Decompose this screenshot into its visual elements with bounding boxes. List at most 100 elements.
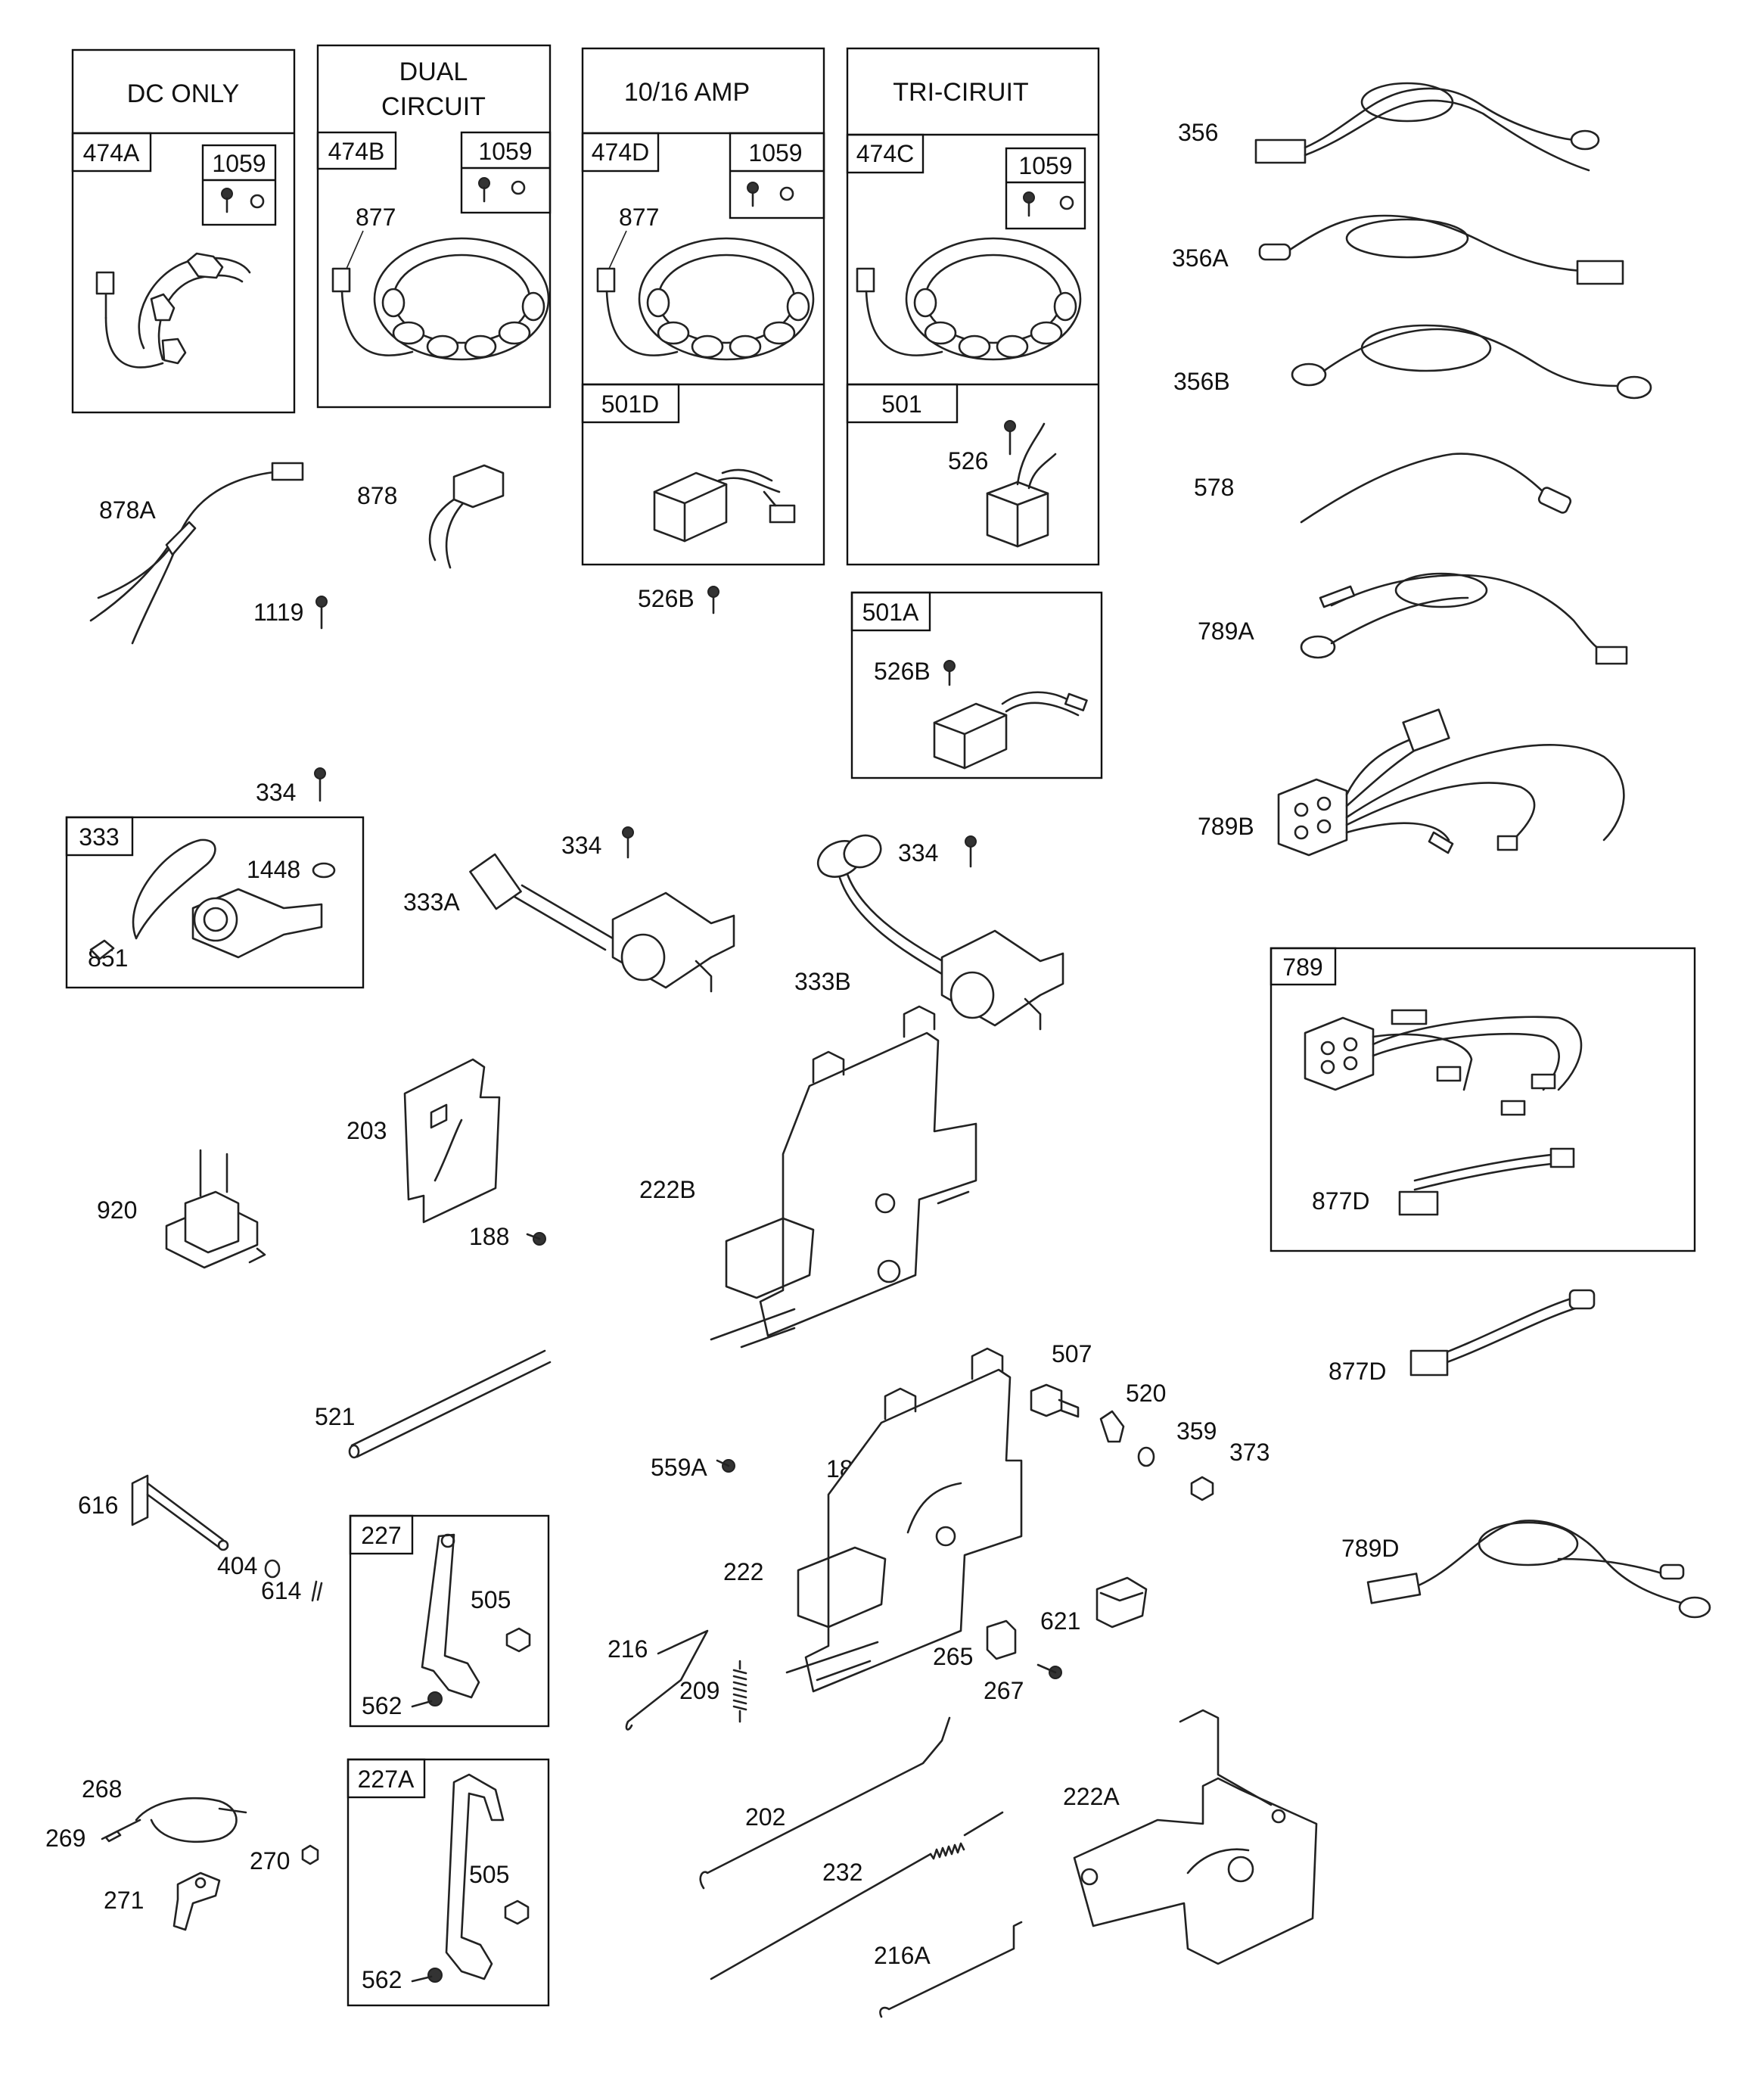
box-dc-only: DC ONLY 474A 1059 — [71, 48, 296, 414]
box-10-16-amp: 10/16 AMP 474D 1059 877 501D — [581, 47, 825, 566]
stator-474b-icon — [331, 237, 550, 361]
label-356: 356 — [1178, 119, 1218, 146]
bracket-621-icon — [1095, 1576, 1148, 1629]
wire-789a-icon — [1300, 572, 1628, 665]
dc-only-header: DC ONLY — [127, 79, 240, 108]
label-188: 188 — [469, 1223, 509, 1250]
regulator-501d-label: 501D — [601, 390, 660, 418]
link-202-icon — [699, 1716, 951, 1890]
stator-474a-icon — [95, 252, 251, 369]
label-268: 268 — [82, 1775, 122, 1803]
control-bracket-222b-icon — [710, 1005, 977, 1349]
screw-526b-icon — [707, 586, 719, 614]
label-222: 222 — [723, 1558, 763, 1585]
label-334: 334 — [561, 832, 601, 859]
label-526b: 526B — [638, 585, 695, 612]
box-dual-circuit: DUAL CIRCUIT 474B 1059 877 — [316, 44, 552, 409]
part-474c-label: 474C — [856, 140, 915, 167]
bracket-203-icon — [403, 1058, 501, 1224]
nut-270-icon — [301, 1844, 319, 1865]
wire-356a-icon — [1258, 214, 1624, 285]
box-tri-circuit: TRI-CIRUIT 474C 1059 501 526 — [846, 47, 1100, 566]
stator-474d-icon — [596, 237, 815, 361]
screw-188-icon — [526, 1232, 546, 1246]
dual-circuit-header-1: DUAL — [399, 58, 468, 86]
dual-circuit-header-2: CIRCUIT — [381, 92, 486, 121]
label-269: 269 — [45, 1825, 85, 1852]
harness-789-icon — [1304, 1009, 1583, 1216]
lead-877d-label: 877D — [1312, 1187, 1370, 1215]
washer-359-icon — [1137, 1446, 1155, 1467]
hardware-1059-label: 1059 — [478, 138, 532, 165]
label-202: 202 — [745, 1803, 785, 1831]
regulator-501a-label: 501A — [862, 599, 919, 626]
label-216a: 216A — [874, 1942, 931, 1969]
label-404: 404 — [217, 1552, 257, 1579]
regulator-501-label: 501 — [881, 390, 921, 418]
link-216a-icon — [879, 1921, 1023, 2018]
box-789: 789 877D — [1270, 947, 1696, 1252]
screw-icon — [221, 188, 265, 213]
lever-227a-label: 227A — [358, 1766, 415, 1793]
regulator-501d-icon — [653, 468, 796, 543]
screw-562-label: 562 — [362, 1692, 402, 1719]
spring-209-icon — [732, 1660, 747, 1723]
nut-373-icon — [1190, 1476, 1214, 1501]
solenoid-920-icon — [165, 1149, 266, 1269]
wire-878a-icon — [89, 462, 304, 645]
governor-spring-232-icon — [710, 1811, 1004, 1980]
stator-474c-icon — [856, 237, 1082, 361]
label-267: 267 — [984, 1677, 1024, 1704]
lever-227-icon — [411, 1533, 531, 1708]
label-789b: 789B — [1198, 813, 1254, 840]
label-333a: 333A — [403, 888, 460, 916]
label-216: 216 — [608, 1635, 648, 1663]
label-616: 616 — [78, 1492, 118, 1519]
label-356a: 356A — [1172, 244, 1229, 272]
label-878a: 878A — [99, 496, 156, 524]
washer-404-icon — [264, 1559, 281, 1579]
label-334: 334 — [256, 779, 296, 806]
ignition-coil-333b-icon — [816, 834, 1064, 1031]
screw-1119-icon — [315, 596, 328, 630]
screw-559a-icon — [716, 1459, 735, 1473]
label-203: 203 — [347, 1117, 387, 1144]
label-270: 270 — [250, 1847, 290, 1874]
label-507: 507 — [1052, 1340, 1092, 1367]
screw-icon — [747, 182, 794, 207]
harness-789-label: 789 — [1282, 954, 1322, 981]
regulator-501-icon — [986, 422, 1057, 548]
label-209: 209 — [679, 1677, 719, 1704]
ignition-coil-333a-icon — [469, 853, 735, 993]
label-265: 265 — [933, 1643, 973, 1670]
lever-616-icon — [131, 1474, 229, 1551]
screw-526-label: 526 — [948, 447, 988, 474]
part-474a-label: 474A — [83, 139, 140, 166]
label-920: 920 — [97, 1196, 137, 1224]
box-501a: 501A 526B — [850, 591, 1103, 779]
screw-334-icon — [314, 767, 326, 802]
wire-356-icon — [1254, 82, 1600, 172]
ignition-333-label: 333 — [79, 823, 119, 851]
rod-521-icon — [348, 1349, 552, 1459]
nut-505-label: 505 — [471, 1586, 511, 1613]
screw-562-label: 562 — [362, 1966, 402, 1993]
box-333: 333 1448 851 — [65, 816, 365, 989]
ignition-coil-333-icon — [89, 838, 323, 960]
control-bracket-222-icon — [785, 1347, 1023, 1693]
10-16-amp-header: 10/16 AMP — [624, 78, 750, 107]
box-227: 227 505 562 — [349, 1514, 550, 1728]
lead-877d-icon — [1409, 1289, 1596, 1377]
pin-614-icon — [311, 1580, 323, 1602]
box-227a: 227A 505 562 — [347, 1758, 550, 2007]
wire-578-icon — [1300, 453, 1572, 524]
label-614: 614 — [261, 1577, 301, 1604]
switch-507-icon — [1030, 1383, 1080, 1418]
hardware-1059-label: 1059 — [212, 150, 266, 177]
hardware-1059-label: 1059 — [1018, 152, 1072, 179]
clamp-271-icon — [172, 1871, 221, 1931]
label-333b: 333B — [794, 968, 851, 995]
label-222b: 222B — [639, 1176, 696, 1203]
regulator-501a-icon — [933, 691, 1088, 770]
label-789d: 789D — [1341, 1535, 1400, 1562]
